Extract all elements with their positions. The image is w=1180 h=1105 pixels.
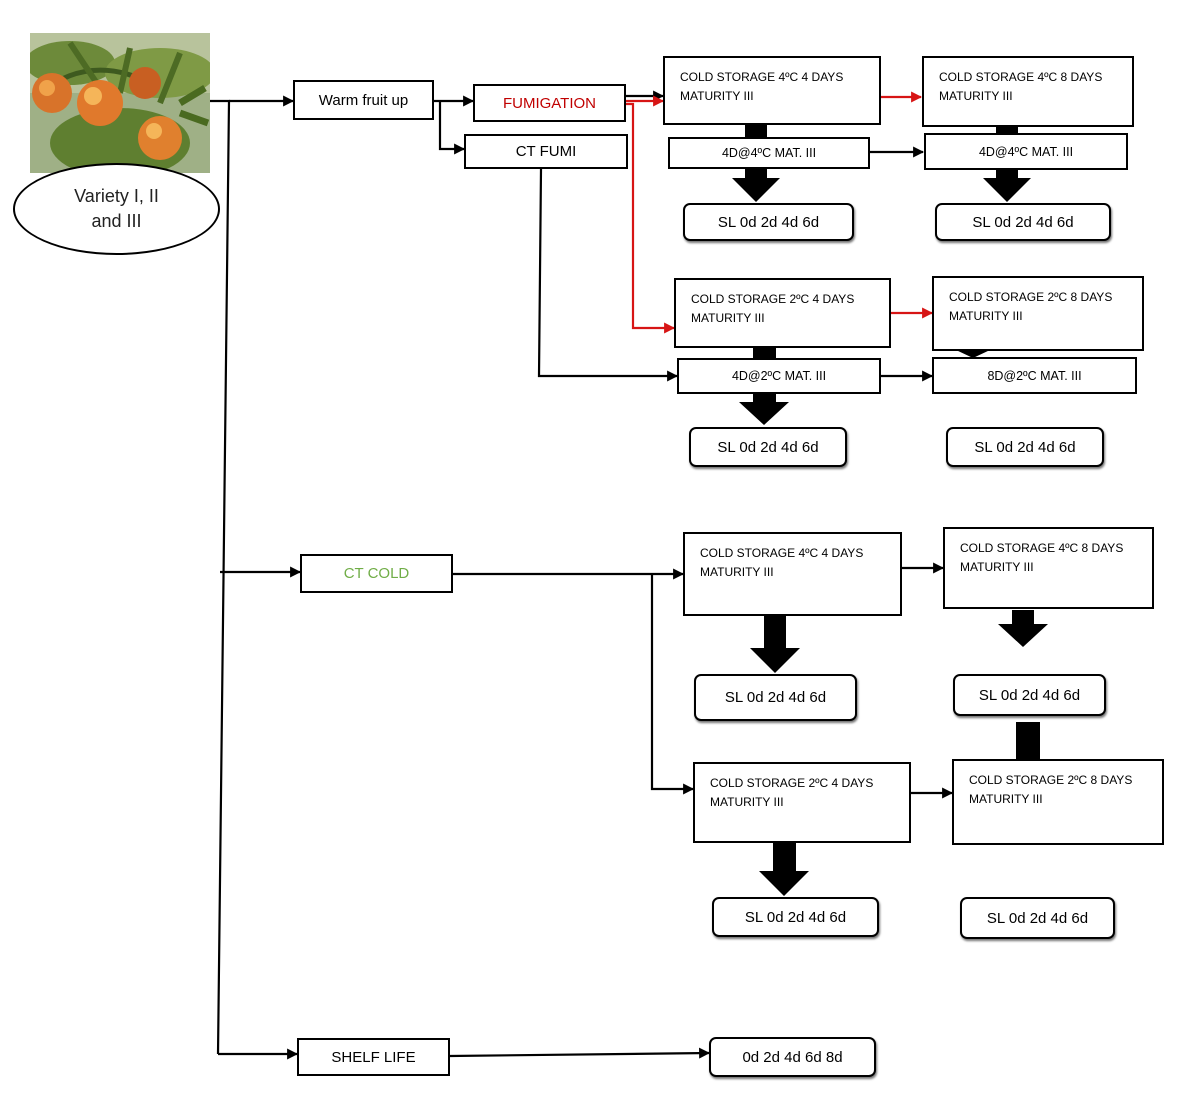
cold-cold-storage-2c-4-days: COLD STORAGE 2ºC 4 DAYS MATURITY III (693, 762, 911, 843)
block-connector-cold-sl-to-cs2c8d (1016, 722, 1040, 760)
block-arrow-cold-cs4c4d-to-sl (750, 616, 800, 673)
fumi-shelf-life-1: SL 0d 2d 4d 6d (683, 203, 854, 241)
cs-line-2: MATURITY III (710, 795, 784, 809)
variety-ellipse: Variety I, II and III (13, 163, 220, 255)
warm-fruit-up-box: Warm fruit up (293, 80, 434, 120)
cs-line-1: COLD STORAGE 2ºC 8 DAYS (949, 290, 1113, 304)
arrow-shelf-life-to-days (449, 1047, 711, 1059)
variety-line-2: and III (91, 211, 142, 231)
shelf-life-box: SHELF LIFE (297, 1038, 450, 1076)
block-arrow-mat-to-sl-1 (732, 168, 780, 202)
cs-line-1: COLD STORAGE 4ºC 8 DAYS (939, 70, 1103, 84)
cold-cold-storage-4c-4-days: COLD STORAGE 4ºC 4 DAYS MATURITY III (683, 532, 902, 616)
cold-shelf-life-1: SL 0d 2d 4d 6d (694, 674, 857, 721)
cs-line-1: COLD STORAGE 4ºC 4 DAYS (700, 546, 864, 560)
arrow-to-ct-fumi (438, 101, 466, 155)
cs-line-1: COLD STORAGE 2ºC 8 DAYS (969, 773, 1133, 787)
cs-line-2: MATURITY III (969, 792, 1043, 806)
block-arrow-mat-to-sl-3 (739, 394, 789, 425)
peach-photo-icon (30, 33, 210, 173)
arrow-ct-fumi-to-mat4d2c (537, 168, 679, 382)
sl-label: SL 0d 2d 4d 6d (972, 213, 1074, 231)
sl-label: SL 0d 2d 4d 6d (717, 213, 820, 231)
red-arrow-fumigation-to-cs2c4d (626, 102, 676, 334)
fumi-cold-storage-4c-4-days: COLD STORAGE 4ºC 4 DAYS MATURITY III (663, 56, 881, 125)
block-arrow-mat-to-sl-2 (983, 170, 1031, 202)
mat-label: 4D@2ºC MAT. III (731, 369, 827, 383)
block-arrow-cold-cs2c4d-to-sl (759, 842, 809, 896)
shelf-life-label: SHELF LIFE (331, 1048, 416, 1066)
fumigation-label: FUMIGATION (502, 94, 597, 112)
cs-line-1: COLD STORAGE 4ºC 4 DAYS (680, 70, 844, 84)
fumi-shelf-life-2: SL 0d 2d 4d 6d (935, 203, 1111, 241)
block-connector-cs4c4d-to-mat (745, 124, 767, 139)
cs-line-2: MATURITY III (939, 89, 1013, 103)
cs-line-2: MATURITY III (949, 309, 1023, 323)
fumi-shelf-life-3: SL 0d 2d 4d 6d (689, 427, 847, 467)
mat-label: 4D@4ºC MAT. III (721, 146, 817, 160)
variety-line-1: Variety I, II (74, 186, 159, 206)
cs-line-2: MATURITY III (680, 89, 754, 103)
fumi-cold-storage-2c-8-days: COLD STORAGE 2ºC 8 DAYS MATURITY III (932, 276, 1144, 351)
shelf-life-days-box: 0d 2d 4d 6d 8d (709, 1037, 876, 1077)
block-connector-cs2c8d-to-mat (956, 350, 990, 358)
ct-cold-label: CT COLD (343, 565, 410, 582)
fumi-mat-8d-2c: 8D@2ºC MAT. III (932, 357, 1137, 394)
ct-fumi-box: CT FUMI (464, 134, 628, 169)
cs-line-1: COLD STORAGE 2ºC 4 DAYS (691, 292, 855, 306)
ct-fumi-label: CT FUMI (515, 143, 577, 160)
peach-tree-photo (30, 33, 210, 173)
sl-label: SL 0d 2d 4d 6d (974, 438, 1076, 456)
sl-label: SL 0d 2d 4d 6d (724, 689, 827, 706)
mat-label: 4D@4ºC MAT. III (978, 144, 1074, 159)
fumi-mat-4d-4c-right: 4D@4ºC MAT. III (924, 133, 1128, 170)
fumi-mat-4d-4c-left: 4D@4ºC MAT. III (668, 137, 870, 169)
block-arrow-cold-cs4c8d-to-sl (998, 610, 1048, 647)
cs-line-2: MATURITY III (691, 311, 765, 325)
cold-cold-storage-2c-8-days: COLD STORAGE 2ºC 8 DAYS MATURITY III (952, 759, 1164, 845)
block-connector-cs4c8d-to-mat (996, 126, 1018, 134)
warm-fruit-up-label: Warm fruit up (318, 91, 409, 109)
sl-label: SL 0d 2d 4d 6d (978, 686, 1081, 704)
fumi-cold-storage-2c-4-days: COLD STORAGE 2ºC 4 DAYS MATURITY III (674, 278, 891, 348)
sl-label: SL 0d 2d 4d 6d (986, 909, 1089, 927)
cs-line-2: MATURITY III (700, 565, 774, 579)
ct-cold-box: CT COLD (300, 554, 453, 593)
shelf-life-days-label: 0d 2d 4d 6d 8d (742, 1048, 843, 1066)
cs-line-1: COLD STORAGE 4ºC 8 DAYS (960, 541, 1124, 555)
cs-line-2: MATURITY III (960, 560, 1034, 574)
cold-shelf-life-3: SL 0d 2d 4d 6d (712, 897, 879, 937)
fumi-cold-storage-4c-8-days: COLD STORAGE 4ºC 8 DAYS MATURITY III (922, 56, 1134, 127)
cold-shelf-life-4: SL 0d 2d 4d 6d (960, 897, 1115, 939)
fumi-mat-4d-2c: 4D@2ºC MAT. III (677, 358, 881, 394)
cold-shelf-life-2: SL 0d 2d 4d 6d (953, 674, 1106, 716)
cs-line-1: COLD STORAGE 2ºC 4 DAYS (710, 776, 874, 790)
sl-label: SL 0d 2d 4d 6d (744, 908, 847, 926)
cold-cold-storage-4c-8-days: COLD STORAGE 4ºC 8 DAYS MATURITY III (943, 527, 1154, 609)
fumigation-box: FUMIGATION (473, 84, 626, 122)
mat-label: 8D@2ºC MAT. III (987, 368, 1082, 383)
block-connector-cs2c4d-to-mat (753, 347, 776, 359)
fumi-shelf-life-4: SL 0d 2d 4d 6d (946, 427, 1104, 467)
sl-label: SL 0d 2d 4d 6d (717, 438, 819, 456)
arrow-ct-cold-to-cs2c4d (650, 574, 695, 795)
trunk-line (210, 99, 231, 1055)
